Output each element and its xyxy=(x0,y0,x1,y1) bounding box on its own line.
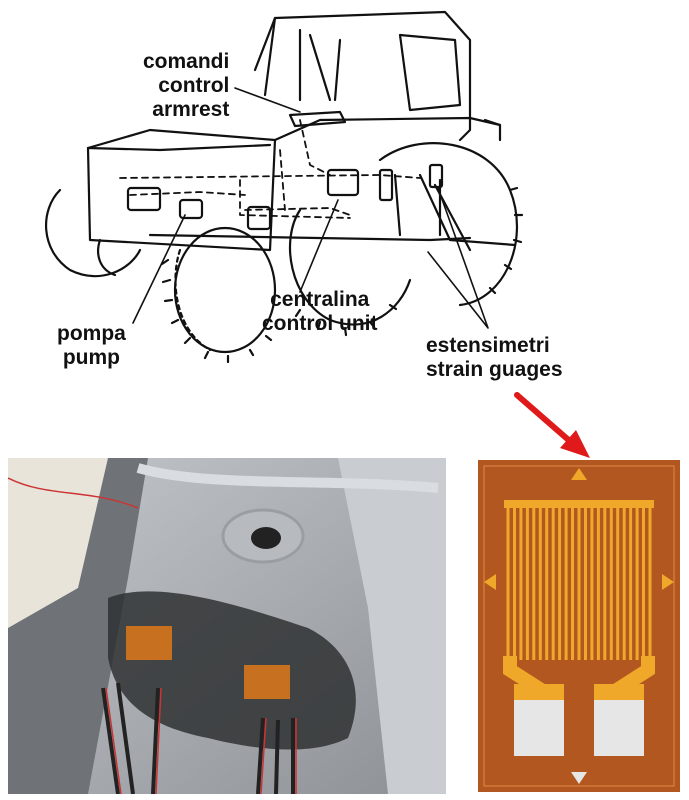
control-unit-label-line-2: control unit xyxy=(262,312,378,335)
gauge-grid xyxy=(504,500,654,660)
control-unit-label-line-1: centralina xyxy=(270,288,370,311)
controls-label-line-3: armrest xyxy=(152,98,230,121)
pump-label-line-2: pump xyxy=(62,346,120,369)
foil-strain-gauge-icon xyxy=(478,460,680,792)
strain-gauges-label-line-2: strain guages xyxy=(426,358,563,381)
installed-strain-gauges-photo xyxy=(8,458,446,794)
tractor-diagram xyxy=(44,10,524,364)
strain-gauges-label-line-1: estensimetri xyxy=(426,334,550,357)
gauge-grid-top-bar xyxy=(504,500,654,508)
pump-label: pompa pump xyxy=(57,322,126,370)
strain-gauges-label: estensimetri strain guages xyxy=(426,334,563,382)
controls-label: comandi control armrest xyxy=(143,50,229,122)
controls-label-line-2: control xyxy=(158,74,230,97)
pump-label-line-1: pompa xyxy=(57,322,126,345)
controls-label-line-1: comandi xyxy=(143,50,230,73)
control-unit-label: centralina control unit xyxy=(262,288,377,336)
gauge-grid-lines xyxy=(506,506,652,660)
